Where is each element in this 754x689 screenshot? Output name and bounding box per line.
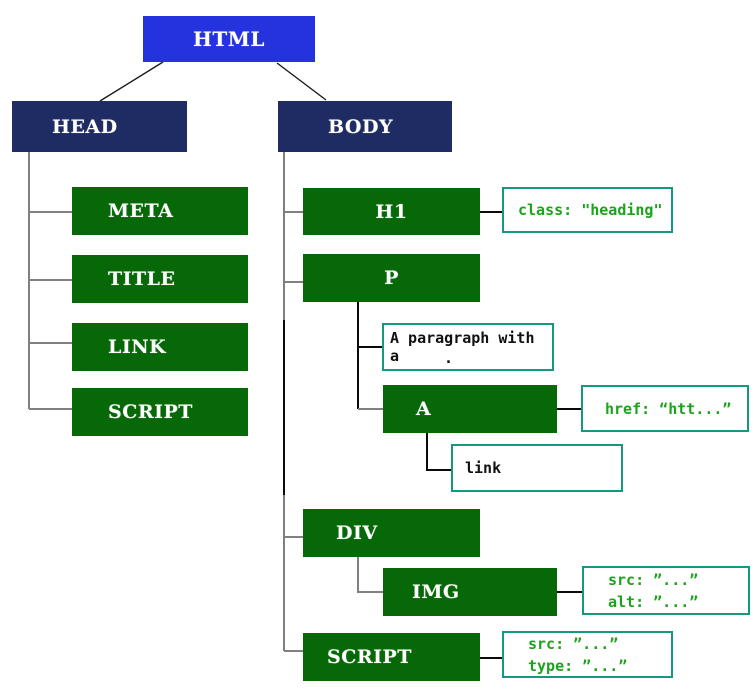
- annotation-script-attrs: src: ”...” type: ”...”: [502, 631, 673, 678]
- node-title-label: TITLE: [108, 268, 176, 290]
- node-a-label: A: [416, 398, 432, 420]
- node-div-label: DIV: [336, 522, 378, 544]
- node-p: P: [303, 254, 480, 302]
- annotation-a-href: href: “htt...”: [581, 385, 749, 432]
- annotation-h1-class: class: "heading": [502, 187, 673, 233]
- node-head-script: SCRIPT: [72, 388, 248, 436]
- node-title: TITLE: [72, 255, 248, 303]
- edge-a-link-text: [426, 433, 451, 471]
- node-body: BODY: [278, 101, 452, 152]
- node-div: DIV: [303, 509, 480, 557]
- node-head: HEAD: [12, 101, 187, 152]
- node-h1-label: H1: [375, 200, 408, 223]
- edge-html-head: [99, 61, 164, 102]
- node-img: IMG: [383, 568, 557, 616]
- edge-html-body: [276, 62, 327, 101]
- node-p-label: P: [384, 267, 399, 289]
- annotation-line: src: ”...”: [608, 570, 699, 589]
- node-body-script-label: SCRIPT: [327, 646, 412, 668]
- text-node-paragraph: A paragraph with a: [382, 323, 554, 371]
- link-text: link: [465, 459, 502, 477]
- edge-div-img: [357, 557, 383, 593]
- node-body-label: BODY: [328, 115, 394, 138]
- node-meta: META: [72, 187, 248, 235]
- node-html-label: HTML: [193, 27, 265, 51]
- node-head-script-label: SCRIPT: [108, 401, 193, 423]
- node-html: HTML: [143, 16, 315, 62]
- node-img-label: IMG: [412, 581, 460, 603]
- annotation-line: href: “htt...”: [605, 399, 732, 418]
- annotation-line: class: "heading": [518, 201, 663, 219]
- node-h1: H1: [303, 188, 480, 235]
- annotation-line: type: ”...”: [528, 656, 628, 675]
- annotation-img-attrs: src: ”...” alt: ”...”: [582, 566, 750, 615]
- paragraph-overflow-dot: .: [444, 349, 454, 367]
- annotation-line: alt: ”...”: [608, 592, 699, 611]
- node-body-script: SCRIPT: [303, 633, 480, 681]
- text-node-link: link: [451, 444, 623, 492]
- node-link: LINK: [72, 323, 248, 371]
- node-link-label: LINK: [108, 336, 167, 358]
- node-a: A: [383, 385, 557, 433]
- annotation-line: src: ”...”: [528, 634, 619, 653]
- node-meta-label: META: [108, 200, 174, 222]
- paragraph-text: A paragraph with a: [390, 329, 535, 365]
- node-head-label: HEAD: [52, 115, 118, 138]
